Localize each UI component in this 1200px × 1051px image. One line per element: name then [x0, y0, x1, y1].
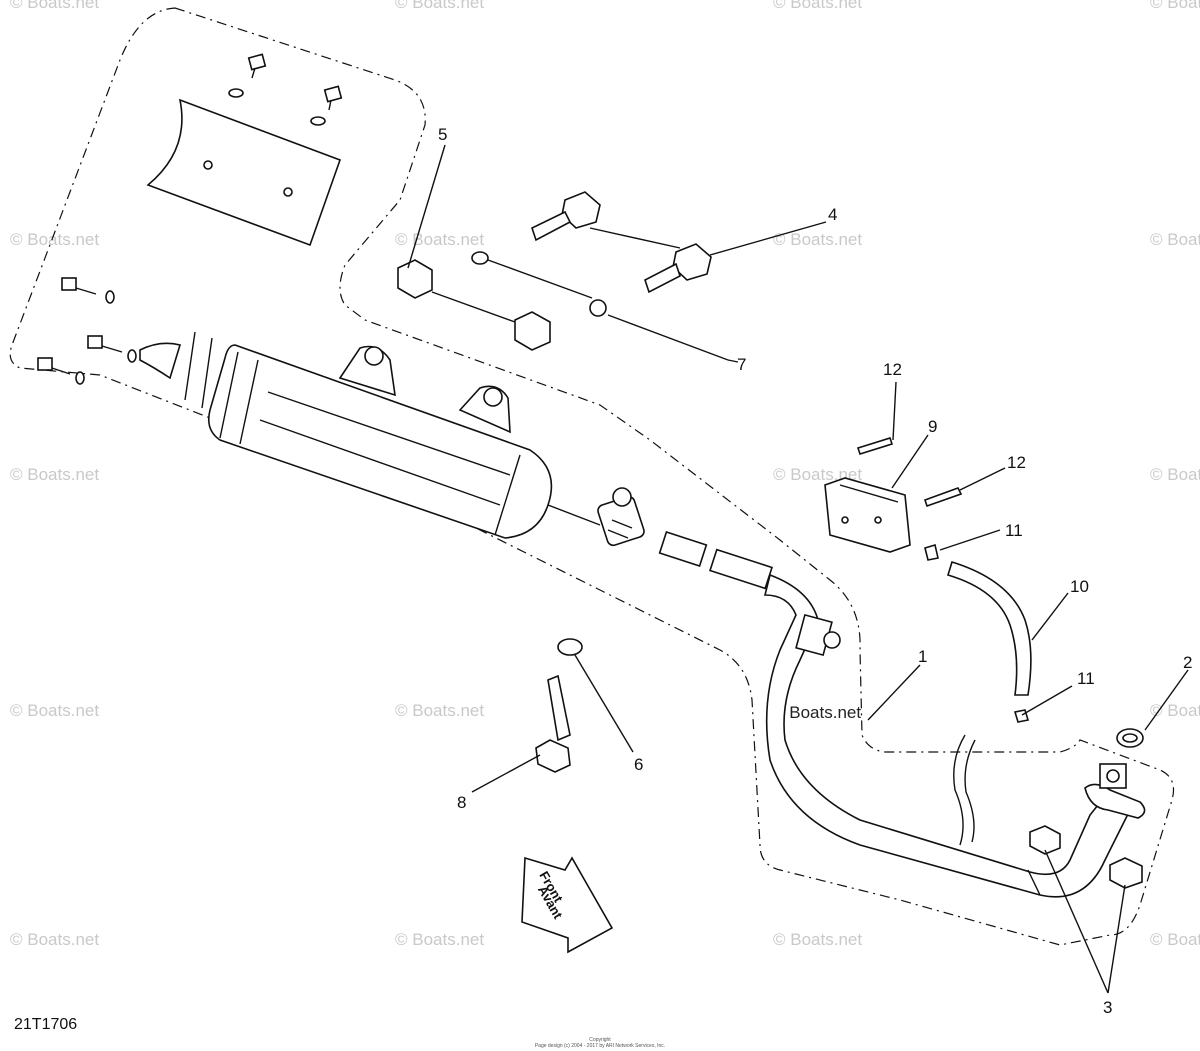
- head-pipe: [763, 573, 1131, 898]
- watermark: © Boats.net: [10, 930, 99, 949]
- callout-1: 1: [918, 647, 927, 666]
- screw: [856, 437, 894, 455]
- callouts: 1 2 3 4 5 6 7 8 9 10 11 11 12 12: [438, 125, 1192, 1017]
- flange: [1084, 763, 1146, 819]
- watermark: © Boats.net: [1150, 465, 1200, 484]
- copyright-line: Copyright: [589, 1037, 611, 1043]
- callout-5: 5: [438, 125, 447, 144]
- heat-shield: [146, 98, 342, 247]
- leader-lines: [407, 144, 1189, 994]
- screw: [923, 487, 963, 508]
- callout-8: 8: [457, 793, 466, 812]
- copyright-notice: Copyright Page design (c) 2004 - 2017 by…: [0, 1037, 1200, 1049]
- watermark: © Boats.net: [10, 701, 99, 720]
- valve-module: [824, 477, 911, 553]
- watermark: © Boats.net: [773, 0, 862, 12]
- callout-11: 11: [1005, 521, 1023, 540]
- shield-screws: [228, 53, 343, 126]
- watermark: © Boats.net: [773, 230, 862, 249]
- watermark: © Boats.net: [1150, 701, 1200, 720]
- clip: [1013, 709, 1030, 723]
- watermark: © Boats.net: [10, 230, 99, 249]
- watermark: © Boats.net: [1150, 230, 1200, 249]
- bolts: [531, 191, 712, 294]
- nut: [1029, 825, 1061, 855]
- muffler: [207, 344, 601, 539]
- clip: [924, 543, 939, 561]
- callout-9: 9: [928, 417, 937, 436]
- watermark: © Boats.net: [1150, 0, 1200, 12]
- callout-6: 6: [634, 755, 643, 774]
- watermark: © Boats.net: [10, 465, 99, 484]
- bolt: [547, 674, 571, 742]
- callout-3: 3: [1103, 998, 1112, 1017]
- watermark: © Boats.net: [773, 930, 862, 949]
- washer: [557, 638, 583, 656]
- watermark: © Boats.net: [1150, 930, 1200, 949]
- callout-7: 7: [737, 355, 746, 374]
- washer: [471, 251, 489, 265]
- nut: [1109, 857, 1143, 889]
- copyright-line: Page design (c) 2004 - 2017 by ARI Netwo…: [534, 1043, 666, 1049]
- watermarks: © Boats.net © Boats.net © Boats.net © Bo…: [10, 0, 1200, 949]
- callout-2: 2: [1183, 653, 1192, 672]
- bolt-head: [535, 739, 571, 773]
- watermark: © Boats.net: [395, 230, 484, 249]
- watermark: © Boats.net: [395, 0, 484, 12]
- watermark: © Boats.net: [10, 0, 99, 12]
- clamp: [597, 487, 645, 547]
- gasket: [709, 548, 773, 590]
- watermark: © Boats.net: [395, 930, 484, 949]
- gasket: [658, 531, 708, 567]
- callout-4: 4: [828, 205, 837, 224]
- left-screws: [37, 277, 213, 409]
- nut: [514, 311, 551, 351]
- watermark-dark: © Boats.net: [772, 703, 861, 722]
- callout-12-right: 12: [1007, 453, 1026, 472]
- nut: [397, 259, 433, 299]
- callout-12: 12: [883, 360, 902, 379]
- watermark: © Boats.net: [395, 701, 484, 720]
- hose: [946, 560, 1032, 696]
- callout-11-lower: 11: [1077, 669, 1095, 688]
- front-arrow: Front Avant: [521, 856, 614, 954]
- diagram-code: 21T1706: [14, 1016, 78, 1033]
- washer: [589, 299, 607, 317]
- callout-10: 10: [1070, 577, 1089, 596]
